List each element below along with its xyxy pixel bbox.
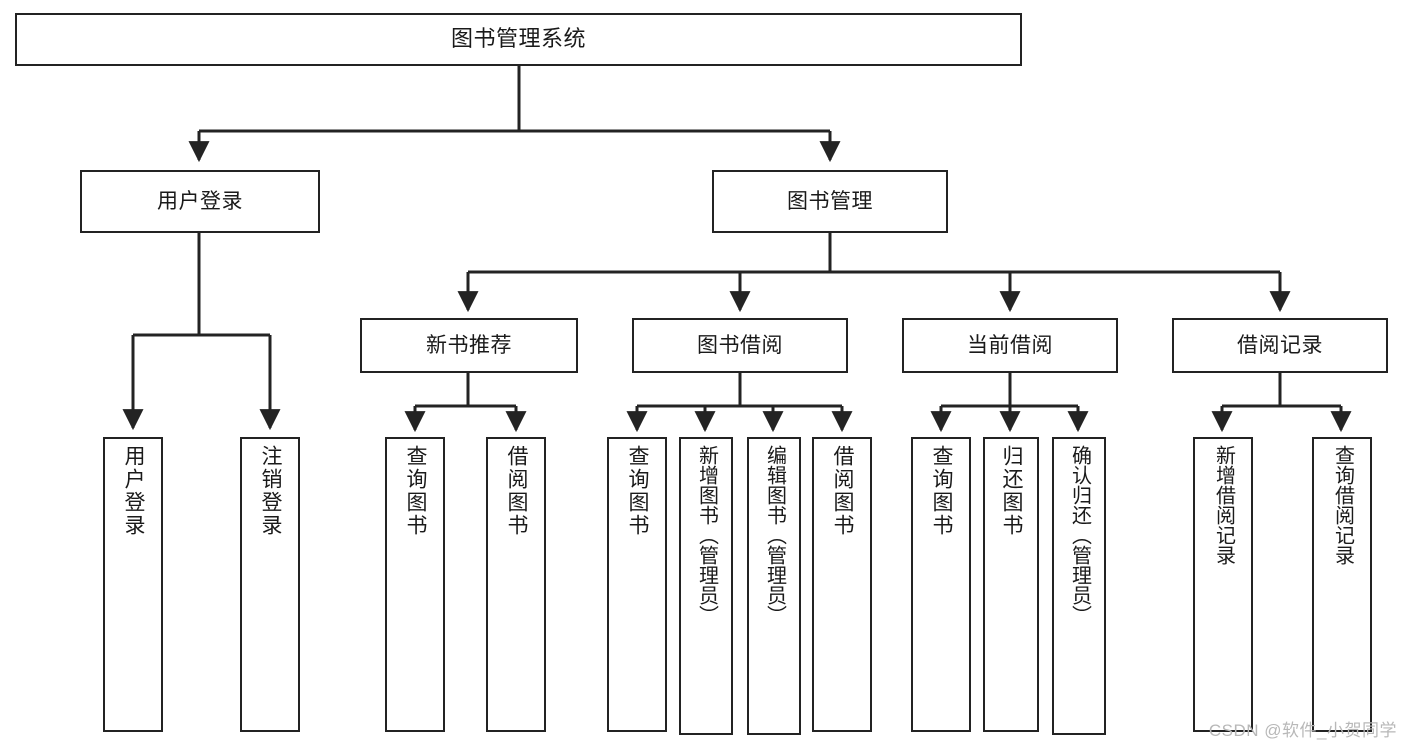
- leaf-label: 编辑图书（管理员）: [763, 445, 786, 625]
- leaf-current-return-book[interactable]: 归还图书: [983, 437, 1039, 732]
- watermark-text: CSDN @软件_小贺同学: [1208, 721, 1397, 740]
- leaf-record-query[interactable]: 查询借阅记录: [1312, 437, 1372, 732]
- leaf-label: 用户登录: [122, 445, 146, 537]
- leaf-label: 确认归还（管理员）: [1068, 445, 1091, 625]
- leaf-label: 归还图书: [1000, 445, 1024, 537]
- node-new-book-recommend[interactable]: 新书推荐: [360, 318, 578, 373]
- leaf-user-login-signout[interactable]: 注销登录: [240, 437, 300, 732]
- node-label: 图书管理: [787, 189, 873, 213]
- leaf-new-book-query[interactable]: 查询图书: [385, 437, 445, 732]
- leaf-label: 新增图书（管理员）: [695, 445, 718, 625]
- leaf-label: 查询图书: [404, 445, 428, 537]
- leaf-borrow-query-book[interactable]: 查询图书: [607, 437, 667, 732]
- node-root-system[interactable]: 图书管理系统: [15, 13, 1022, 66]
- leaf-label: 借阅图书: [831, 445, 855, 537]
- node-label: 当前借阅: [967, 333, 1053, 357]
- leaf-borrow-borrow-book[interactable]: 借阅图书: [812, 437, 872, 732]
- leaf-label: 查询图书: [626, 445, 650, 537]
- leaf-current-query-book[interactable]: 查询图书: [911, 437, 971, 732]
- leaf-borrow-edit-book-admin[interactable]: 编辑图书（管理员）: [747, 437, 801, 735]
- leaf-current-confirm-return-admin[interactable]: 确认归还（管理员）: [1052, 437, 1106, 735]
- node-label: 图书管理系统: [450, 26, 586, 52]
- leaf-label: 查询图书: [930, 445, 954, 537]
- node-label: 图书借阅: [697, 333, 783, 357]
- leaf-label: 注销登录: [259, 445, 283, 537]
- leaf-record-add[interactable]: 新增借阅记录: [1193, 437, 1253, 732]
- node-current-borrow[interactable]: 当前借阅: [902, 318, 1118, 373]
- leaf-label: 借阅图书: [505, 445, 529, 537]
- leaf-user-login-signin[interactable]: 用户登录: [103, 437, 163, 732]
- leaf-label: 查询借阅记录: [1331, 445, 1354, 565]
- node-label: 用户登录: [157, 189, 243, 213]
- node-label: 新书推荐: [426, 333, 512, 357]
- leaf-new-book-borrow[interactable]: 借阅图书: [486, 437, 546, 732]
- node-book-manage[interactable]: 图书管理: [712, 170, 948, 233]
- node-borrow-record[interactable]: 借阅记录: [1172, 318, 1388, 373]
- node-label: 借阅记录: [1237, 333, 1323, 357]
- node-book-borrow[interactable]: 图书借阅: [632, 318, 848, 373]
- leaf-label: 新增借阅记录: [1212, 445, 1235, 565]
- node-user-login[interactable]: 用户登录: [80, 170, 320, 233]
- leaf-borrow-add-book-admin[interactable]: 新增图书（管理员）: [679, 437, 733, 735]
